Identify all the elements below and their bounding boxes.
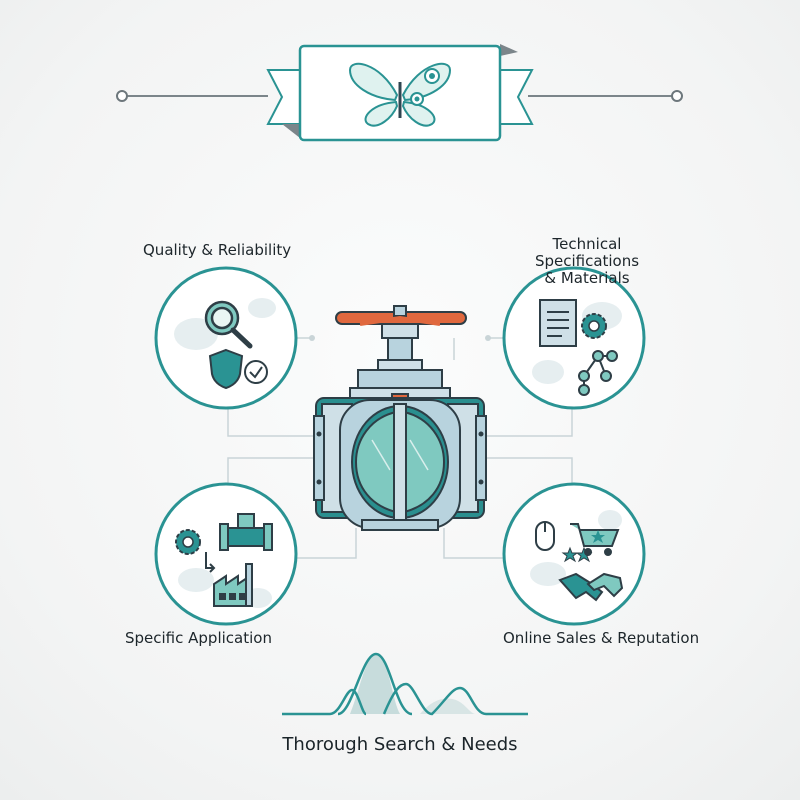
- mouse-icon: [535, 521, 555, 551]
- top-banner: [116, 44, 683, 142]
- thorough-search-label: Thorough Search & Needs: [282, 734, 518, 755]
- technical-specifications-label: Technical Specifications& Materials: [502, 236, 672, 287]
- specific-application-node: [154, 482, 298, 626]
- gear-icon: [175, 529, 201, 555]
- quality-reliability-label: Quality & Reliability: [143, 241, 292, 259]
- handshake-icon: [558, 572, 624, 602]
- connector-lines: [227, 335, 573, 559]
- butterfly-gear-icon: [348, 62, 452, 127]
- online-sales-label: Online Sales & Reputation: [503, 629, 700, 647]
- shopping-cart-icon: [570, 523, 620, 556]
- online-sales-node: [502, 482, 646, 626]
- shield-icon: [208, 348, 244, 390]
- technical-label-line1: Technical Specifications: [534, 235, 640, 270]
- pipe-fitting-icon: [219, 513, 273, 551]
- butterfly-valve-icon: [313, 305, 487, 531]
- document-icon: [539, 299, 577, 347]
- arrow-down-icon: [205, 552, 216, 573]
- specific-application-label: Specific Application: [125, 629, 272, 647]
- stars-icon: [561, 546, 593, 563]
- network-nodes-icon: [578, 350, 618, 396]
- magnifier-icon: [204, 300, 253, 349]
- factory-icon: [213, 563, 253, 607]
- check-circle-icon: [244, 360, 268, 384]
- technical-label-line2: & Materials: [544, 269, 630, 287]
- quality-reliability-node: [154, 266, 298, 410]
- technical-specifications-node: [502, 266, 646, 410]
- wave-peaks-icon: [282, 652, 528, 716]
- gear-icon: [581, 313, 607, 339]
